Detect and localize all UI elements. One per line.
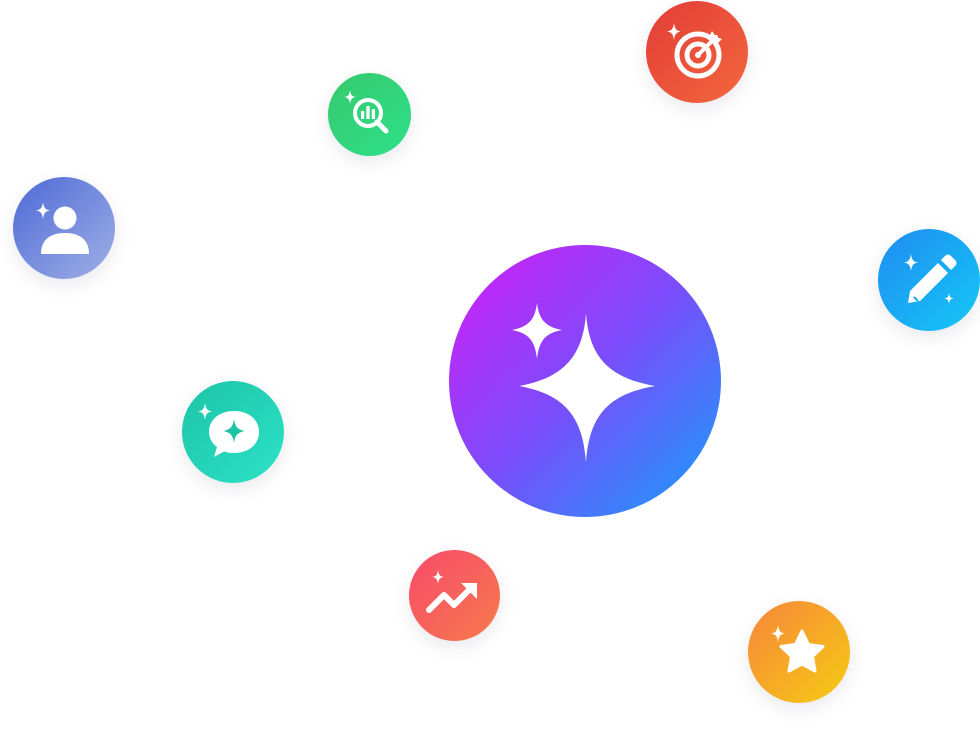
center-ai-orb [449,245,721,517]
analytics-magnifier-icon [328,73,411,156]
user-bubble [13,177,115,279]
edit-bubble [878,229,980,331]
trend-up-icon [409,550,500,641]
chat-sparkle-icon [182,381,284,483]
analytics-bubble [328,73,411,156]
chat-bubble [182,381,284,483]
star-icon [748,601,850,703]
target-bubble [646,1,748,103]
target-arrow-icon [646,1,748,103]
sparkle-stars-icon [449,245,721,517]
growth-bubble [409,550,500,641]
pencil-edit-icon [878,229,980,331]
user-profile-icon [13,177,115,279]
star-bubble [748,601,850,703]
